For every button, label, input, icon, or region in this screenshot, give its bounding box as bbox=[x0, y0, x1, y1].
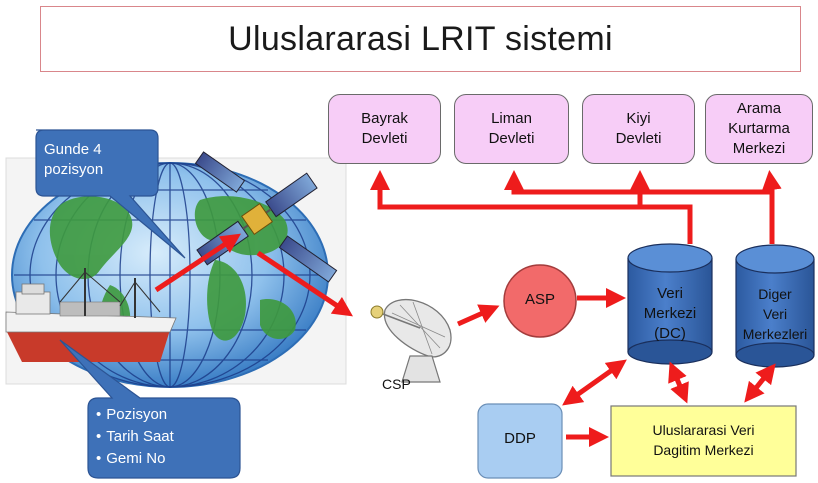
antenna-icon bbox=[370, 298, 452, 383]
box-flag-state: Bayrak Devleti bbox=[328, 94, 441, 164]
callout-bottom-text: Pozisyon Tarih Saat Gemi No bbox=[96, 404, 236, 470]
ddp-box bbox=[477, 403, 563, 479]
bullet-list: Pozisyon Tarih Saat Gemi No bbox=[96, 404, 236, 470]
idc-label: Uluslararasi Veri Dagitim Merkezi bbox=[652, 422, 755, 458]
idc-box bbox=[610, 405, 797, 477]
bullet-date-time: Tarih Saat bbox=[96, 426, 236, 448]
callout-top-text: Gunde 4 pozisyon bbox=[44, 141, 104, 178]
asp-label: ASP bbox=[524, 291, 555, 308]
bullet-position: Pozisyon bbox=[96, 404, 236, 426]
ddp-label: DDP bbox=[504, 430, 536, 447]
title-box: Uluslararasi LRIT sistemi bbox=[40, 6, 801, 72]
other-data-centers-cylinder bbox=[735, 244, 815, 368]
csp-label: CSP bbox=[382, 376, 411, 392]
connector-arrows bbox=[154, 170, 782, 447]
bullet-ship-no: Gemi No bbox=[96, 448, 236, 470]
callout-top-shape bbox=[35, 129, 186, 259]
data-center-label: Veri Merkezi (DC) bbox=[643, 285, 697, 342]
asp-circle bbox=[503, 264, 577, 338]
flag-state-label: Bayrak Devleti bbox=[361, 110, 408, 147]
box-coastal-state: Kiyi Devleti bbox=[582, 94, 695, 164]
diagram-title: Uluslararasi LRIT sistemi bbox=[228, 19, 613, 58]
port-state-label: Liman Devleti bbox=[488, 110, 535, 147]
box-search-rescue: Arama Kurtarma Merkezi bbox=[705, 94, 813, 164]
data-center-cylinder bbox=[627, 243, 713, 365]
box-port-state: Liman Devleti bbox=[454, 94, 569, 164]
ship-illustration bbox=[5, 268, 177, 362]
other-dc-label: Diger Veri Merkezleri bbox=[742, 286, 808, 342]
search-rescue-label: Arama Kurtarma Merkezi bbox=[728, 100, 790, 157]
coastal-state-label: Kiyi Devleti bbox=[615, 110, 662, 147]
